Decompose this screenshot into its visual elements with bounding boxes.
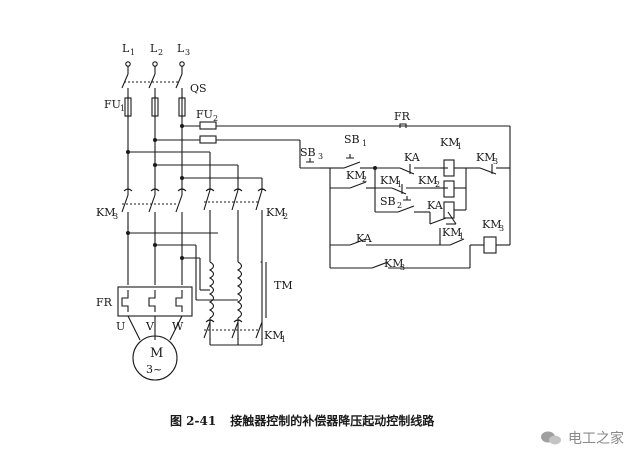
main-feeders	[126, 116, 263, 190]
km1-main-contacts: KM 1	[203, 319, 286, 346]
svg-text:3: 3	[493, 157, 498, 166]
km3-main-contacts: KM 3	[96, 185, 187, 285]
fr-top-label: FR	[394, 110, 411, 123]
km3-ctrl-b-label: KM	[384, 257, 403, 270]
fr-thermal-relay: FR U V W	[96, 286, 193, 341]
fr-left-label: FR	[96, 296, 113, 309]
l3-label: L	[177, 42, 185, 55]
km2-main-label: KM	[266, 206, 285, 219]
control-middle: KA KM 1 KM 2 SB 2 KA KM 1	[374, 151, 465, 246]
km3-main-label: KM	[96, 206, 115, 219]
fu1-fuses: FU 1	[104, 96, 186, 118]
svg-text:3: 3	[185, 48, 190, 57]
svg-text:2: 2	[158, 48, 163, 57]
ka-label-b: KA	[427, 199, 444, 212]
km2-main-contacts: KM 2	[203, 188, 288, 262]
w-label: W	[172, 320, 184, 333]
watermark-text: 电工之家	[568, 431, 624, 447]
figure-number: 图 2-41	[170, 414, 217, 428]
svg-text:1: 1	[457, 142, 462, 151]
supply-terminals: L 1 L 2 L 3	[122, 42, 190, 67]
watermark: 电工之家	[540, 428, 624, 448]
svg-text:1: 1	[362, 139, 367, 148]
km3-ctrl-r-label: KM	[476, 151, 495, 164]
figure-caption: 图 2-41 接触器控制的补偿器降压起动控制线路	[170, 412, 448, 429]
qs-switch: QS	[121, 66, 207, 98]
sb1-label: SB	[344, 133, 360, 146]
motor-m-label: M	[150, 346, 163, 361]
km1-ctrl-c-label: KM	[442, 226, 461, 239]
svg-text:1: 1	[130, 48, 135, 57]
control-left: SB 3 SB 1 KM 2 KA KM 3	[299, 133, 471, 272]
svg-text:2: 2	[435, 180, 440, 189]
ka-label-a: KA	[404, 151, 421, 164]
chat-bubble-icon	[541, 431, 561, 445]
ka-label-c: KA	[356, 232, 373, 245]
fu2-label: FU	[196, 108, 213, 121]
svg-text:1: 1	[281, 335, 286, 344]
svg-text:1: 1	[120, 104, 125, 113]
svg-text:2: 2	[213, 114, 218, 123]
sb2-label: SB	[380, 195, 396, 208]
km3-coil-label: KM	[482, 218, 501, 231]
tm-label: TM	[274, 279, 293, 292]
sb3-label: SB	[300, 146, 316, 159]
svg-text:3: 3	[113, 212, 118, 221]
control-coils: KM 1 KM 3 KM 3	[440, 136, 510, 254]
figure-title: 接触器控制的补偿器降压起动控制线路	[230, 414, 435, 428]
l1-label: L	[122, 42, 130, 55]
svg-text:3: 3	[318, 152, 323, 161]
svg-text:2: 2	[283, 212, 288, 221]
km1-coil-label: KM	[440, 136, 459, 149]
motor: M 3~	[132, 335, 178, 381]
fr-nc-contact: FR	[394, 110, 511, 245]
svg-text:2: 2	[362, 175, 367, 184]
u-label: U	[116, 320, 125, 333]
motor-phase-label: 3~	[146, 363, 162, 376]
km1-ctrl-label: KM	[380, 174, 399, 187]
svg-text:2: 2	[397, 201, 402, 210]
fu1-label: FU	[104, 98, 121, 111]
km2-ctrl-b-label: KM	[418, 174, 437, 187]
svg-text:1: 1	[397, 180, 402, 189]
svg-text:1: 1	[459, 232, 464, 241]
km2-ctrl-label: KM	[346, 169, 365, 182]
km1-main-label: KM	[264, 329, 283, 342]
qs-label: QS	[190, 82, 207, 95]
l2-label: L	[150, 42, 158, 55]
svg-text:3: 3	[499, 224, 504, 233]
fu2-fuses: FU 2	[155, 108, 410, 144]
tm-autotransformer: TM	[195, 245, 293, 340]
transformer-feed	[126, 231, 218, 260]
v-label: V	[145, 320, 155, 333]
